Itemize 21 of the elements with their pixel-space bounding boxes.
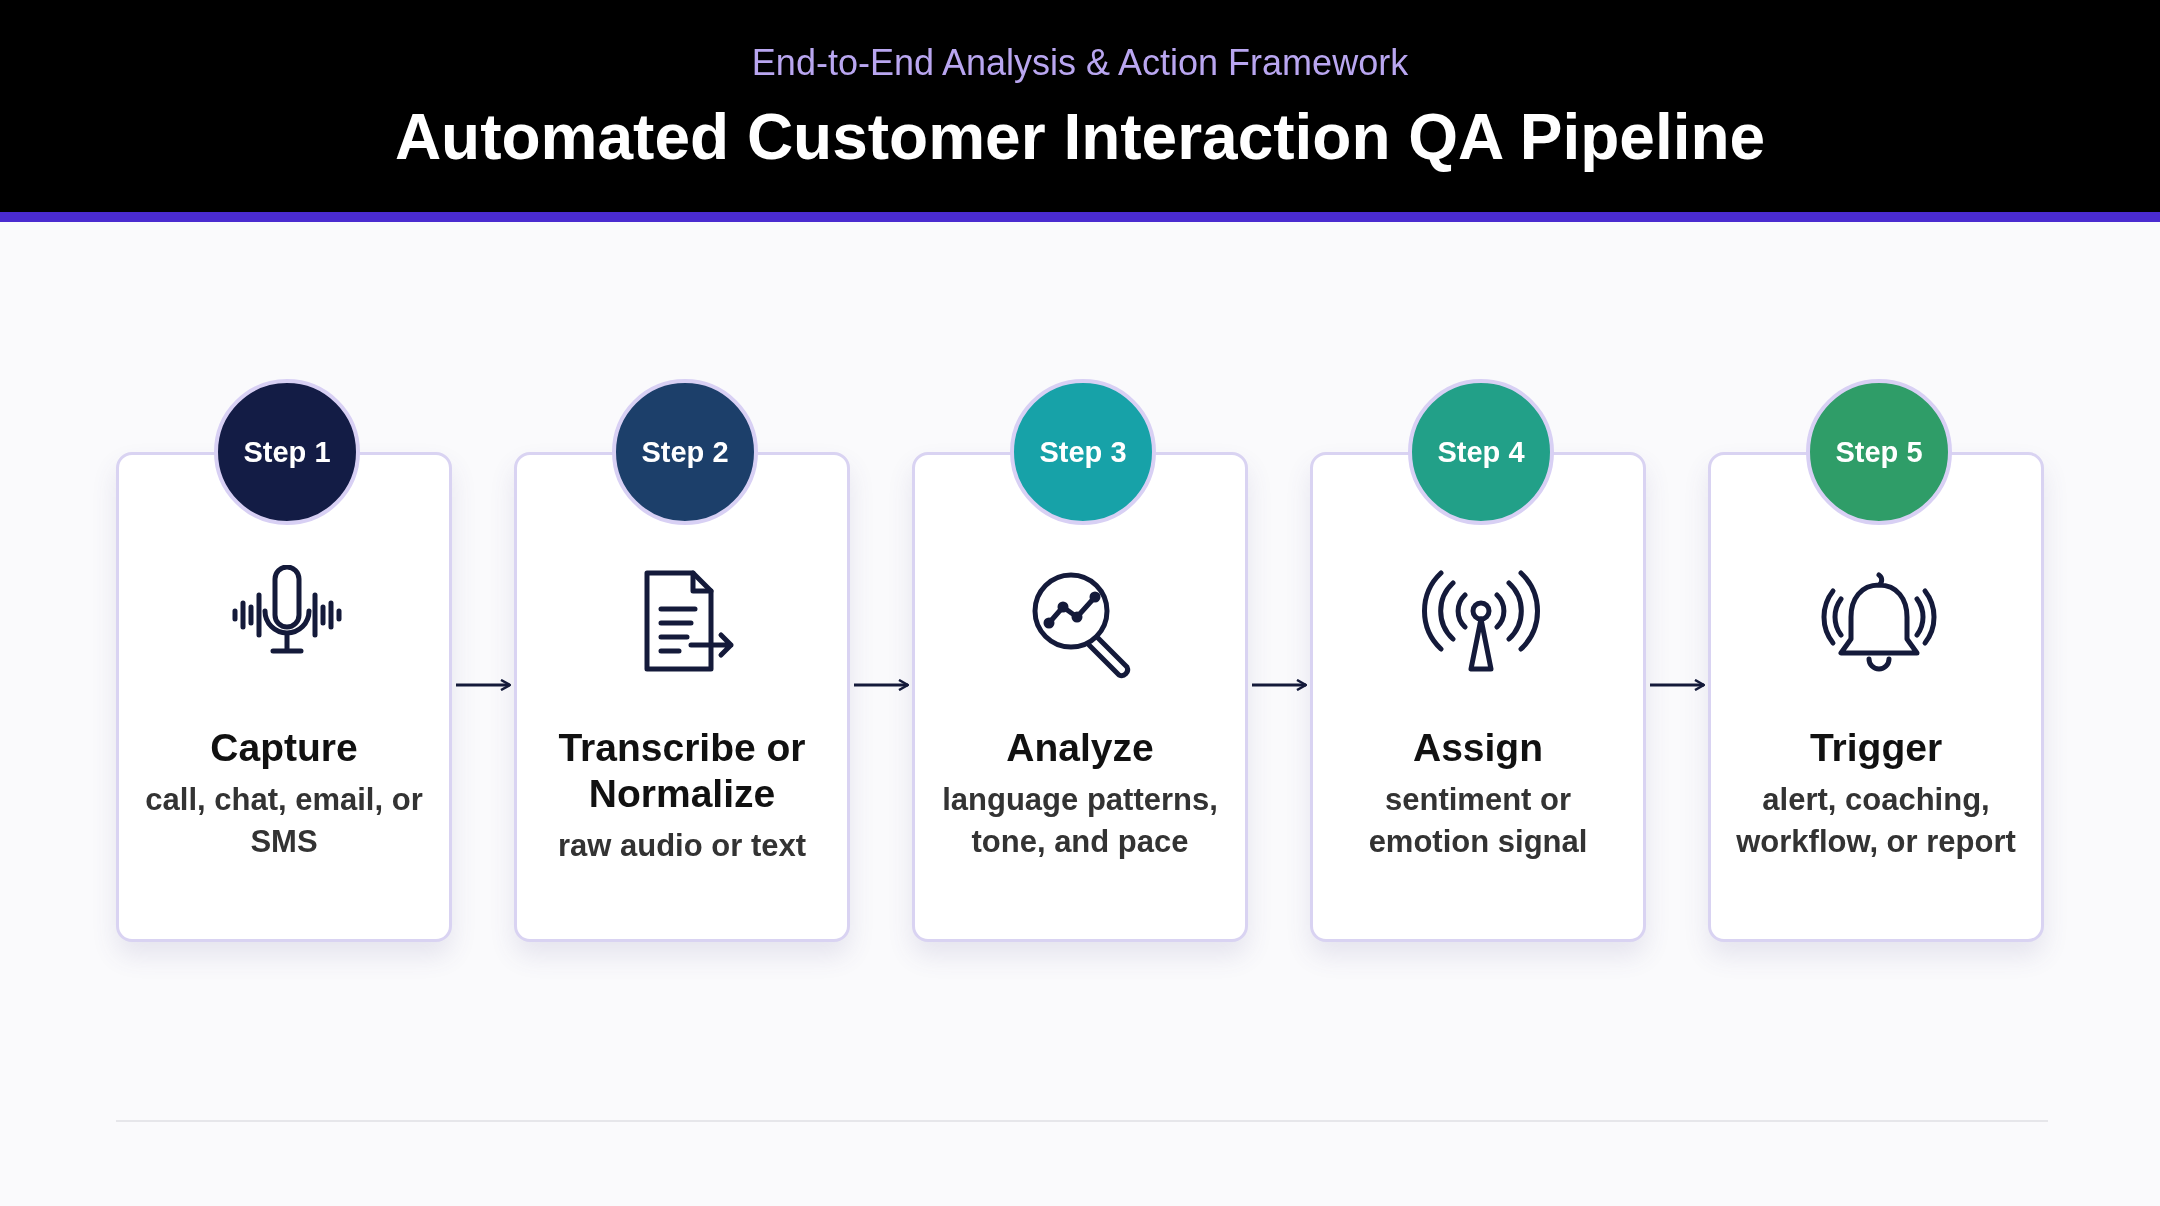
step-badge: Step 3 bbox=[1010, 379, 1156, 525]
step-badge: Step 5 bbox=[1806, 379, 1952, 525]
step-description: raw audio or text bbox=[556, 827, 807, 865]
arrow bbox=[1252, 678, 1308, 692]
subtitle: End-to-End Analysis & Action Framework bbox=[751, 42, 1409, 84]
step-title: Capture bbox=[209, 725, 359, 771]
arrow bbox=[456, 678, 512, 692]
arrow bbox=[1650, 678, 1706, 692]
step-title: Analyze bbox=[1005, 725, 1155, 771]
step-description: alert, coaching, workflow, or report bbox=[1735, 781, 2017, 861]
step-description: call, chat, email, or SMS bbox=[144, 781, 424, 861]
step-title: Trigger bbox=[1808, 725, 1944, 771]
step-title: Transcribe or Normalize bbox=[557, 725, 807, 817]
step-badge: Step 4 bbox=[1408, 379, 1554, 525]
step-title: Assign bbox=[1412, 725, 1544, 771]
arrow bbox=[854, 678, 910, 692]
step-description: sentiment or emotion signal bbox=[1367, 781, 1589, 861]
title: Automated Customer Interaction QA Pipeline bbox=[394, 100, 1766, 174]
step-badge: Step 2 bbox=[612, 379, 758, 525]
step-badge: Step 1 bbox=[214, 379, 360, 525]
step-description: language patterns, tone, and pace bbox=[941, 781, 1219, 861]
